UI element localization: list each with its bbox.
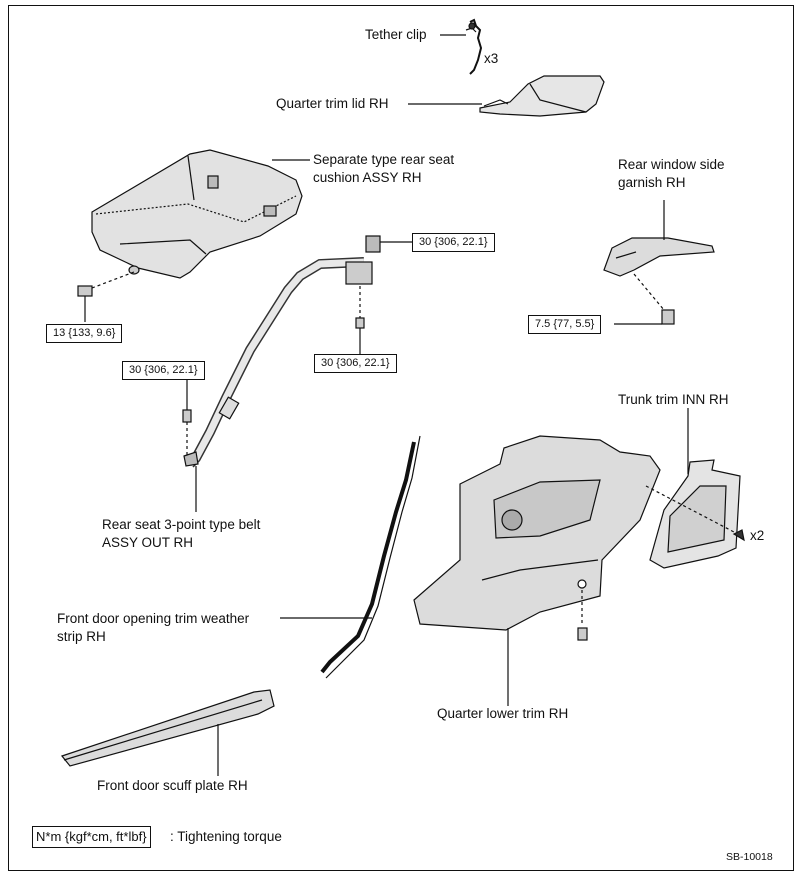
quarter-lower-trim-label: Quarter lower trim RH (437, 706, 569, 721)
trunk-trim-part (649, 459, 741, 569)
tether-clip-part (465, 18, 483, 75)
torque-belt-anchor-lower: 30 {306, 22.1} (314, 354, 397, 373)
weatherstrip-label-line2: strip RH (57, 629, 106, 644)
legend-description: : Tightening torque (170, 829, 282, 844)
belt-label-line2: ASSY OUT RH (102, 535, 194, 550)
figure-code: SB-10018 (726, 851, 773, 863)
weatherstrip-label-line1: Front door opening trim weather (57, 611, 250, 626)
torque-garnish-bolt: 7.5 {77, 5.5} (528, 315, 602, 334)
diagram-frame (8, 5, 794, 871)
quarter-trim-lid-label: Quarter trim lid RH (276, 96, 389, 111)
torque-belt-lower: 30 {306, 22.1} (122, 361, 205, 380)
tether-clip-label: Tether clip (365, 27, 427, 42)
scuff-plate-part (60, 689, 275, 767)
seat-cushion-label-line2: cushion ASSY RH (313, 170, 422, 185)
window-garnish-part (603, 237, 715, 277)
legend-unit-box: N*m {kgf*cm, ft*lbf} (32, 826, 151, 848)
weatherstrip-part (320, 435, 421, 679)
trunk-trim-qty: x2 (750, 528, 765, 543)
window-garnish-label-line1: Rear window side (618, 157, 725, 172)
seat-belt-part (183, 235, 381, 468)
window-garnish-label-line2: garnish RH (618, 175, 686, 190)
torque-belt-upper: 30 {306, 22.1} (412, 233, 495, 252)
trunk-trim-label: Trunk trim INN RH (618, 392, 729, 407)
quarter-lower-trim-part (413, 435, 661, 631)
scuff-plate-label: Front door scuff plate RH (97, 778, 248, 793)
seat-cushion-part (91, 149, 303, 279)
torque-seat-bolt: 13 {133, 9.6} (46, 324, 123, 343)
belt-label-line1: Rear seat 3-point type belt (102, 517, 261, 532)
tether-clip-qty: x3 (484, 51, 499, 66)
seat-bolt (77, 285, 93, 322)
seat-cushion-label-line1: Separate type rear seat (313, 152, 455, 167)
quarter-trim-lid-part (479, 75, 605, 117)
